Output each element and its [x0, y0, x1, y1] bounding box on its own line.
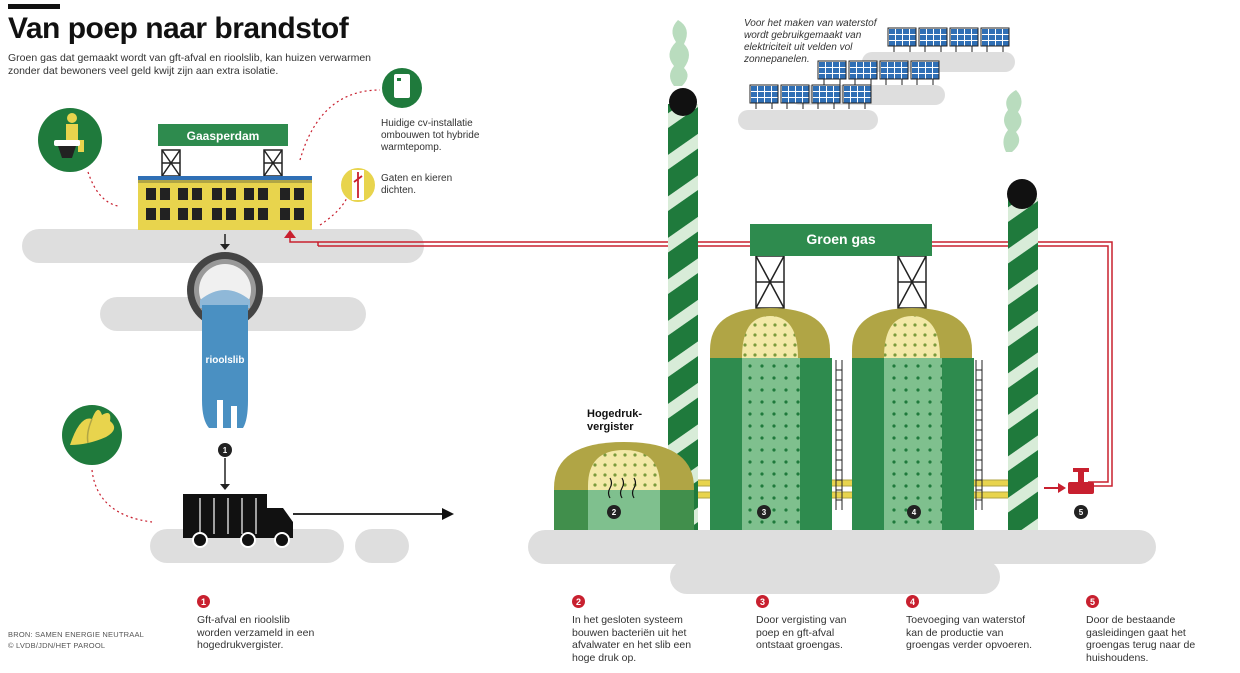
- diagram-badge-4: 4: [908, 506, 920, 518]
- step-text-4: Toevoeging van waterstof kan de producti…: [906, 614, 1033, 651]
- diagram-badge-5: 5: [1075, 506, 1087, 518]
- toilet-icon: [38, 108, 102, 172]
- heatpump-note: Huidige cv-installatie ombouwen tot hybr…: [381, 118, 480, 153]
- truck-icon: [183, 494, 293, 548]
- step-badge-4: 4: [906, 595, 919, 608]
- hydrogen-note: Voor het maken van waterstof wordt gebru…: [744, 18, 877, 65]
- sewer-pipe: [187, 252, 263, 428]
- step-badge-3: 3: [756, 595, 769, 608]
- intro-text: Groen gas dat gemaakt wordt van gft-afva…: [8, 52, 372, 77]
- building-sign: Gaasperdam: [186, 129, 260, 143]
- digester-tank: [554, 442, 694, 530]
- caulk-icon: [341, 168, 375, 202]
- step-badge-5: 5: [1086, 595, 1099, 608]
- fermentation-tank-3: [710, 308, 843, 530]
- building-gaasperdam: [138, 124, 312, 230]
- step-text-5: Door de bestaande gasleidingen gaat het …: [1086, 614, 1196, 664]
- chimney-right: [1007, 179, 1038, 530]
- step-text-1: Gft-afval en rioolslib worden verzameld …: [197, 614, 315, 651]
- banana-peel-icon: [62, 405, 122, 465]
- boiler-icon: [382, 68, 422, 108]
- diagram-badge-3: 3: [758, 506, 770, 518]
- gas-pipeline: [289, 236, 1113, 487]
- credit-line: © LVDB/JDN/HET PAROOL: [8, 641, 106, 650]
- page-title: Van poep naar brandstof: [8, 12, 349, 45]
- title-bar-decoration: [8, 4, 60, 9]
- fermentation-tank-4: [852, 308, 983, 530]
- step-badge-1: 1: [197, 595, 210, 608]
- step-text-3: Door vergisting van poep en gft-afval on…: [756, 614, 847, 651]
- diagram-badge-2: 2: [608, 506, 620, 518]
- pipe-label: rioolslib: [205, 355, 245, 366]
- solar-panel-icon: [749, 27, 1010, 109]
- source-line: BRON: SAMEN ENERGIE NEUTRAAL: [8, 630, 145, 639]
- groen-gas-sign: Groen gas: [806, 231, 876, 247]
- diagram-badge-1: 1: [219, 444, 231, 456]
- gaps-note: Gaten en kieren dichten.: [381, 173, 453, 196]
- step-text-2: In het gesloten systeem bouwen bacteriën…: [572, 614, 692, 664]
- digester-title: Hogedruk- vergister: [587, 408, 642, 433]
- step-badge-2: 2: [572, 595, 585, 608]
